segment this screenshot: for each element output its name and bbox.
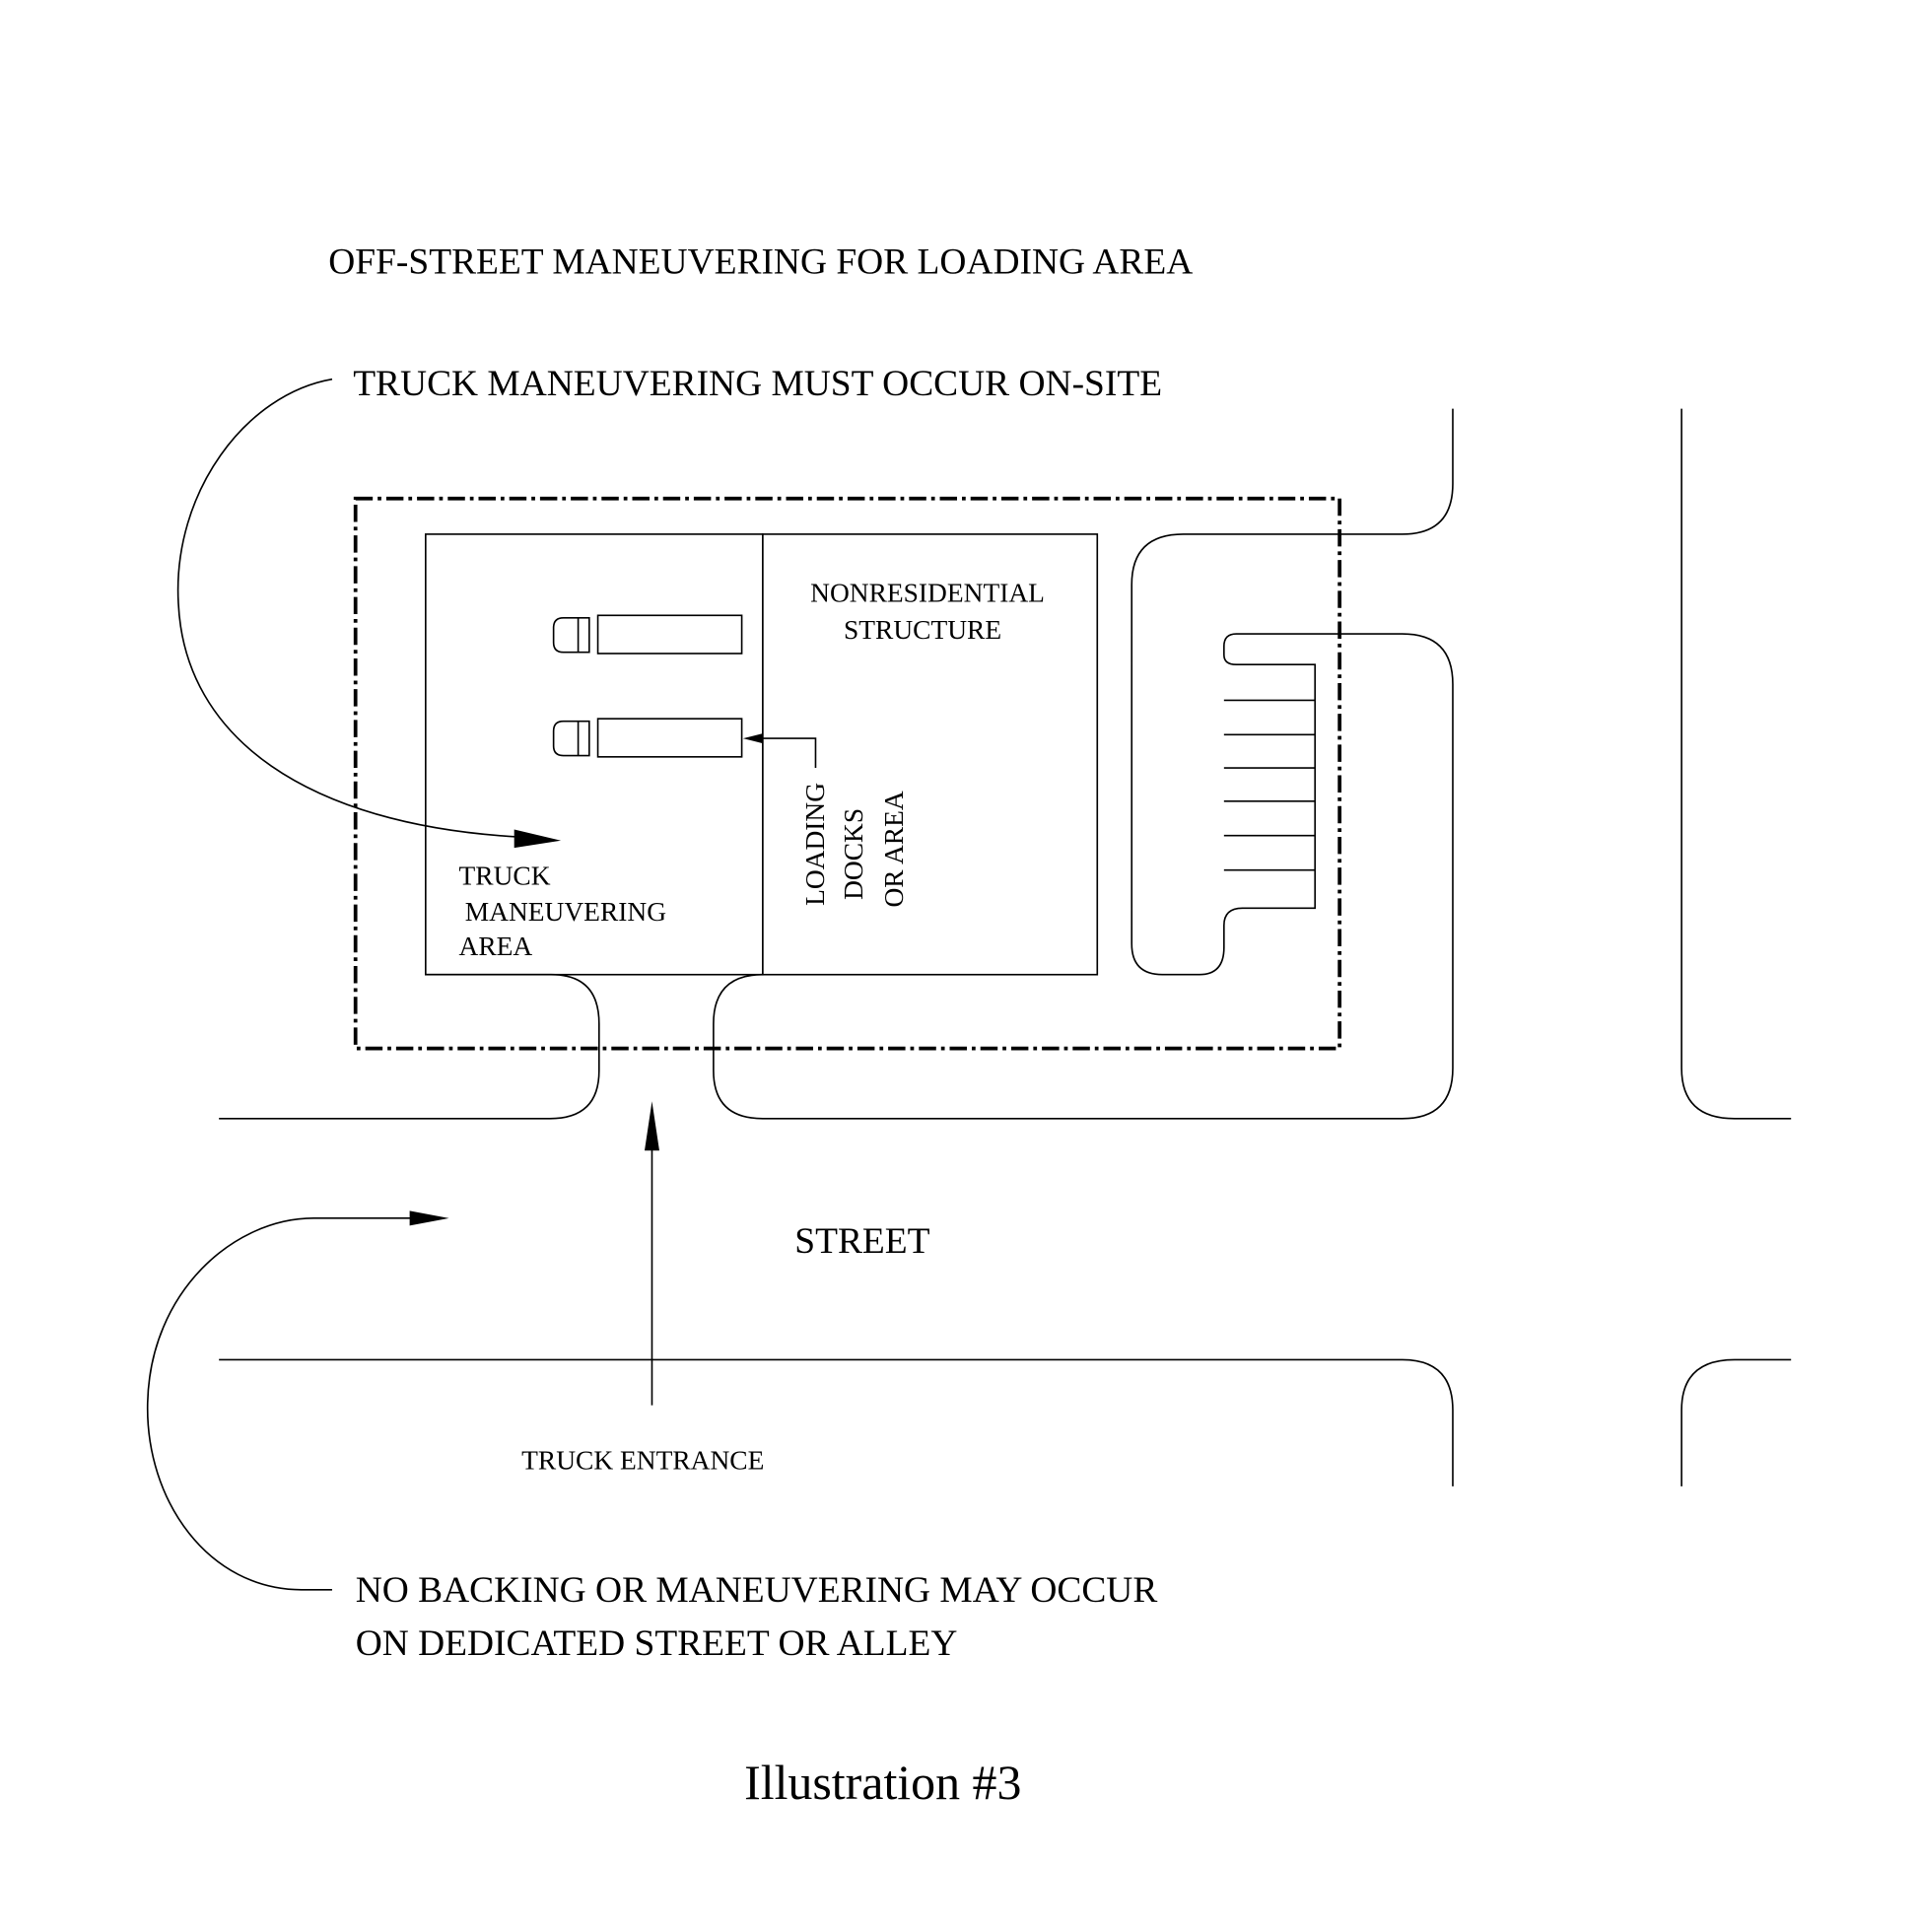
far-right-curb-bottom bbox=[1680, 1358, 1792, 1486]
maneuvering-label-3: AREA bbox=[459, 932, 533, 961]
maneuvering-label-2: MANEUVERING bbox=[465, 897, 666, 927]
left-driveway-curb bbox=[219, 973, 600, 1120]
callout-top-arrow bbox=[176, 378, 562, 849]
property-boundary bbox=[353, 496, 1342, 1051]
truck-entrance-label: TRUCK ENTRANCE bbox=[521, 1445, 764, 1475]
nonresidential-structure bbox=[761, 533, 1099, 976]
truck-entrance-arrow bbox=[644, 1101, 659, 1406]
far-right-curb-top bbox=[1680, 408, 1792, 1120]
structure-label-1: NONRESIDENTIAL bbox=[810, 579, 1045, 608]
truck-2 bbox=[552, 718, 743, 758]
structure-label-2: STRUCTURE bbox=[844, 615, 1001, 645]
illustration-caption: Illustration #3 bbox=[744, 1756, 1021, 1810]
right-driveway-curb bbox=[713, 408, 1454, 1120]
maneuvering-label-1: TRUCK bbox=[459, 862, 551, 891]
parking-stripes bbox=[1223, 699, 1316, 871]
truck-1 bbox=[552, 614, 743, 655]
loading-docks-label-2: DOCKS bbox=[839, 808, 868, 900]
loading-docks-label-1: LOADING bbox=[800, 783, 830, 906]
loading-docks-label-3: OR AREA bbox=[879, 791, 909, 907]
callout-bottom-line-1: NO BACKING OR MANEUVERING MAY OCCUR bbox=[356, 1570, 1158, 1611]
street-bottom-curb bbox=[219, 1358, 1454, 1486]
callout-bottom-arrow bbox=[146, 1210, 449, 1591]
street-label: STREET bbox=[794, 1221, 929, 1262]
loading-dock-leader-arrow bbox=[742, 733, 817, 769]
callout-bottom-line-2: ON DEDICATED STREET OR ALLEY bbox=[356, 1623, 958, 1664]
diagram-title: OFF-STREET MANEUVERING FOR LOADING AREA bbox=[328, 242, 1193, 282]
callout-top: TRUCK MANEUVERING MUST OCCUR ON-SITE bbox=[353, 364, 1162, 404]
